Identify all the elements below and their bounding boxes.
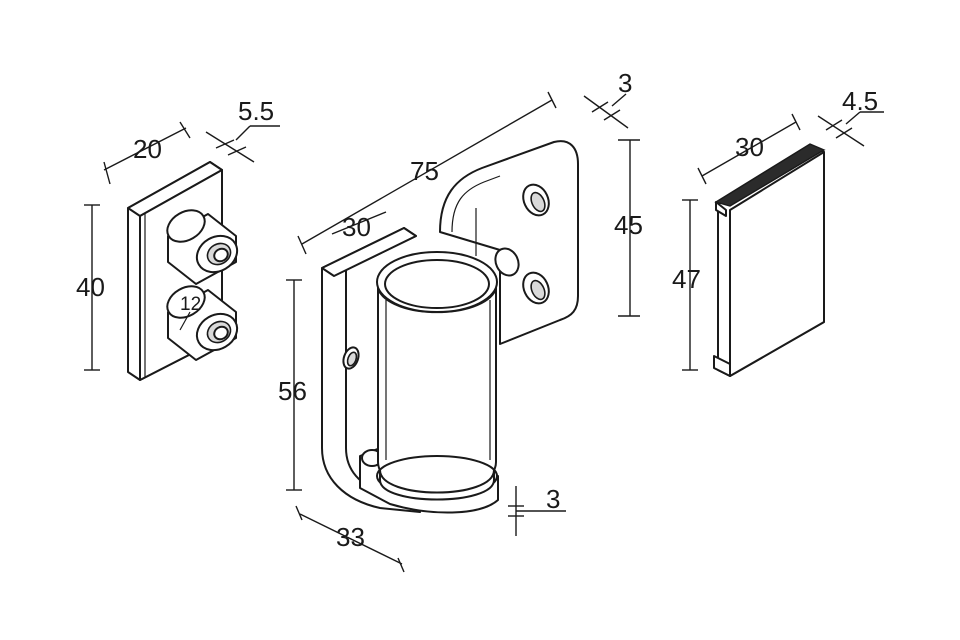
upper-pin xyxy=(166,209,239,285)
hinge-base-gap-label: 3 xyxy=(546,484,560,514)
hinge-depth-dimension: 30 xyxy=(331,211,387,242)
hinge-body-height-dimension: 56 xyxy=(278,279,307,491)
clip-width-label: 20 xyxy=(133,134,162,164)
hinge-body-height-label: 56 xyxy=(278,376,307,406)
clip-thickness-dimension: 5.5 xyxy=(205,96,280,163)
hinge-leaf-height-label: 45 xyxy=(614,210,643,240)
clip-width-dimension: 20 xyxy=(103,121,191,185)
clip-height-label: 40 xyxy=(76,272,105,302)
hinge-length-dimension: 75 xyxy=(297,91,557,255)
cover-thickness-label: 4.5 xyxy=(842,86,878,116)
cover-thickness-dimension: 4.5 xyxy=(817,86,884,147)
hinge-base-width-label: 33 xyxy=(336,522,365,552)
cover-cap-part xyxy=(713,143,826,377)
cover-width-dimension: 30 xyxy=(697,113,801,185)
hinge-leaf-height-dimension: 45 xyxy=(614,139,643,317)
hinge-base-width-dimension: 33 xyxy=(295,505,405,573)
lower-pin xyxy=(166,285,239,361)
clip-height-dimension: 40 xyxy=(76,204,105,371)
cover-height-dimension: 47 xyxy=(672,199,701,371)
clip-plate-part xyxy=(127,161,239,381)
clip-thickness-label: 5.5 xyxy=(238,96,274,126)
hinge-depth-label: 30 xyxy=(342,212,371,242)
cover-height-label: 47 xyxy=(672,264,701,294)
hinge-base-gap-dimension: 3 xyxy=(508,484,566,536)
hinge-length-label: 75 xyxy=(410,156,439,186)
hinge-plate-thickness-dimension: 3 xyxy=(583,68,632,129)
hinge-plate-thickness-label: 3 xyxy=(618,68,632,98)
cover-width-label: 30 xyxy=(735,132,764,162)
hinge-part xyxy=(321,140,579,514)
pin-diameter-label: 12 xyxy=(180,294,201,315)
